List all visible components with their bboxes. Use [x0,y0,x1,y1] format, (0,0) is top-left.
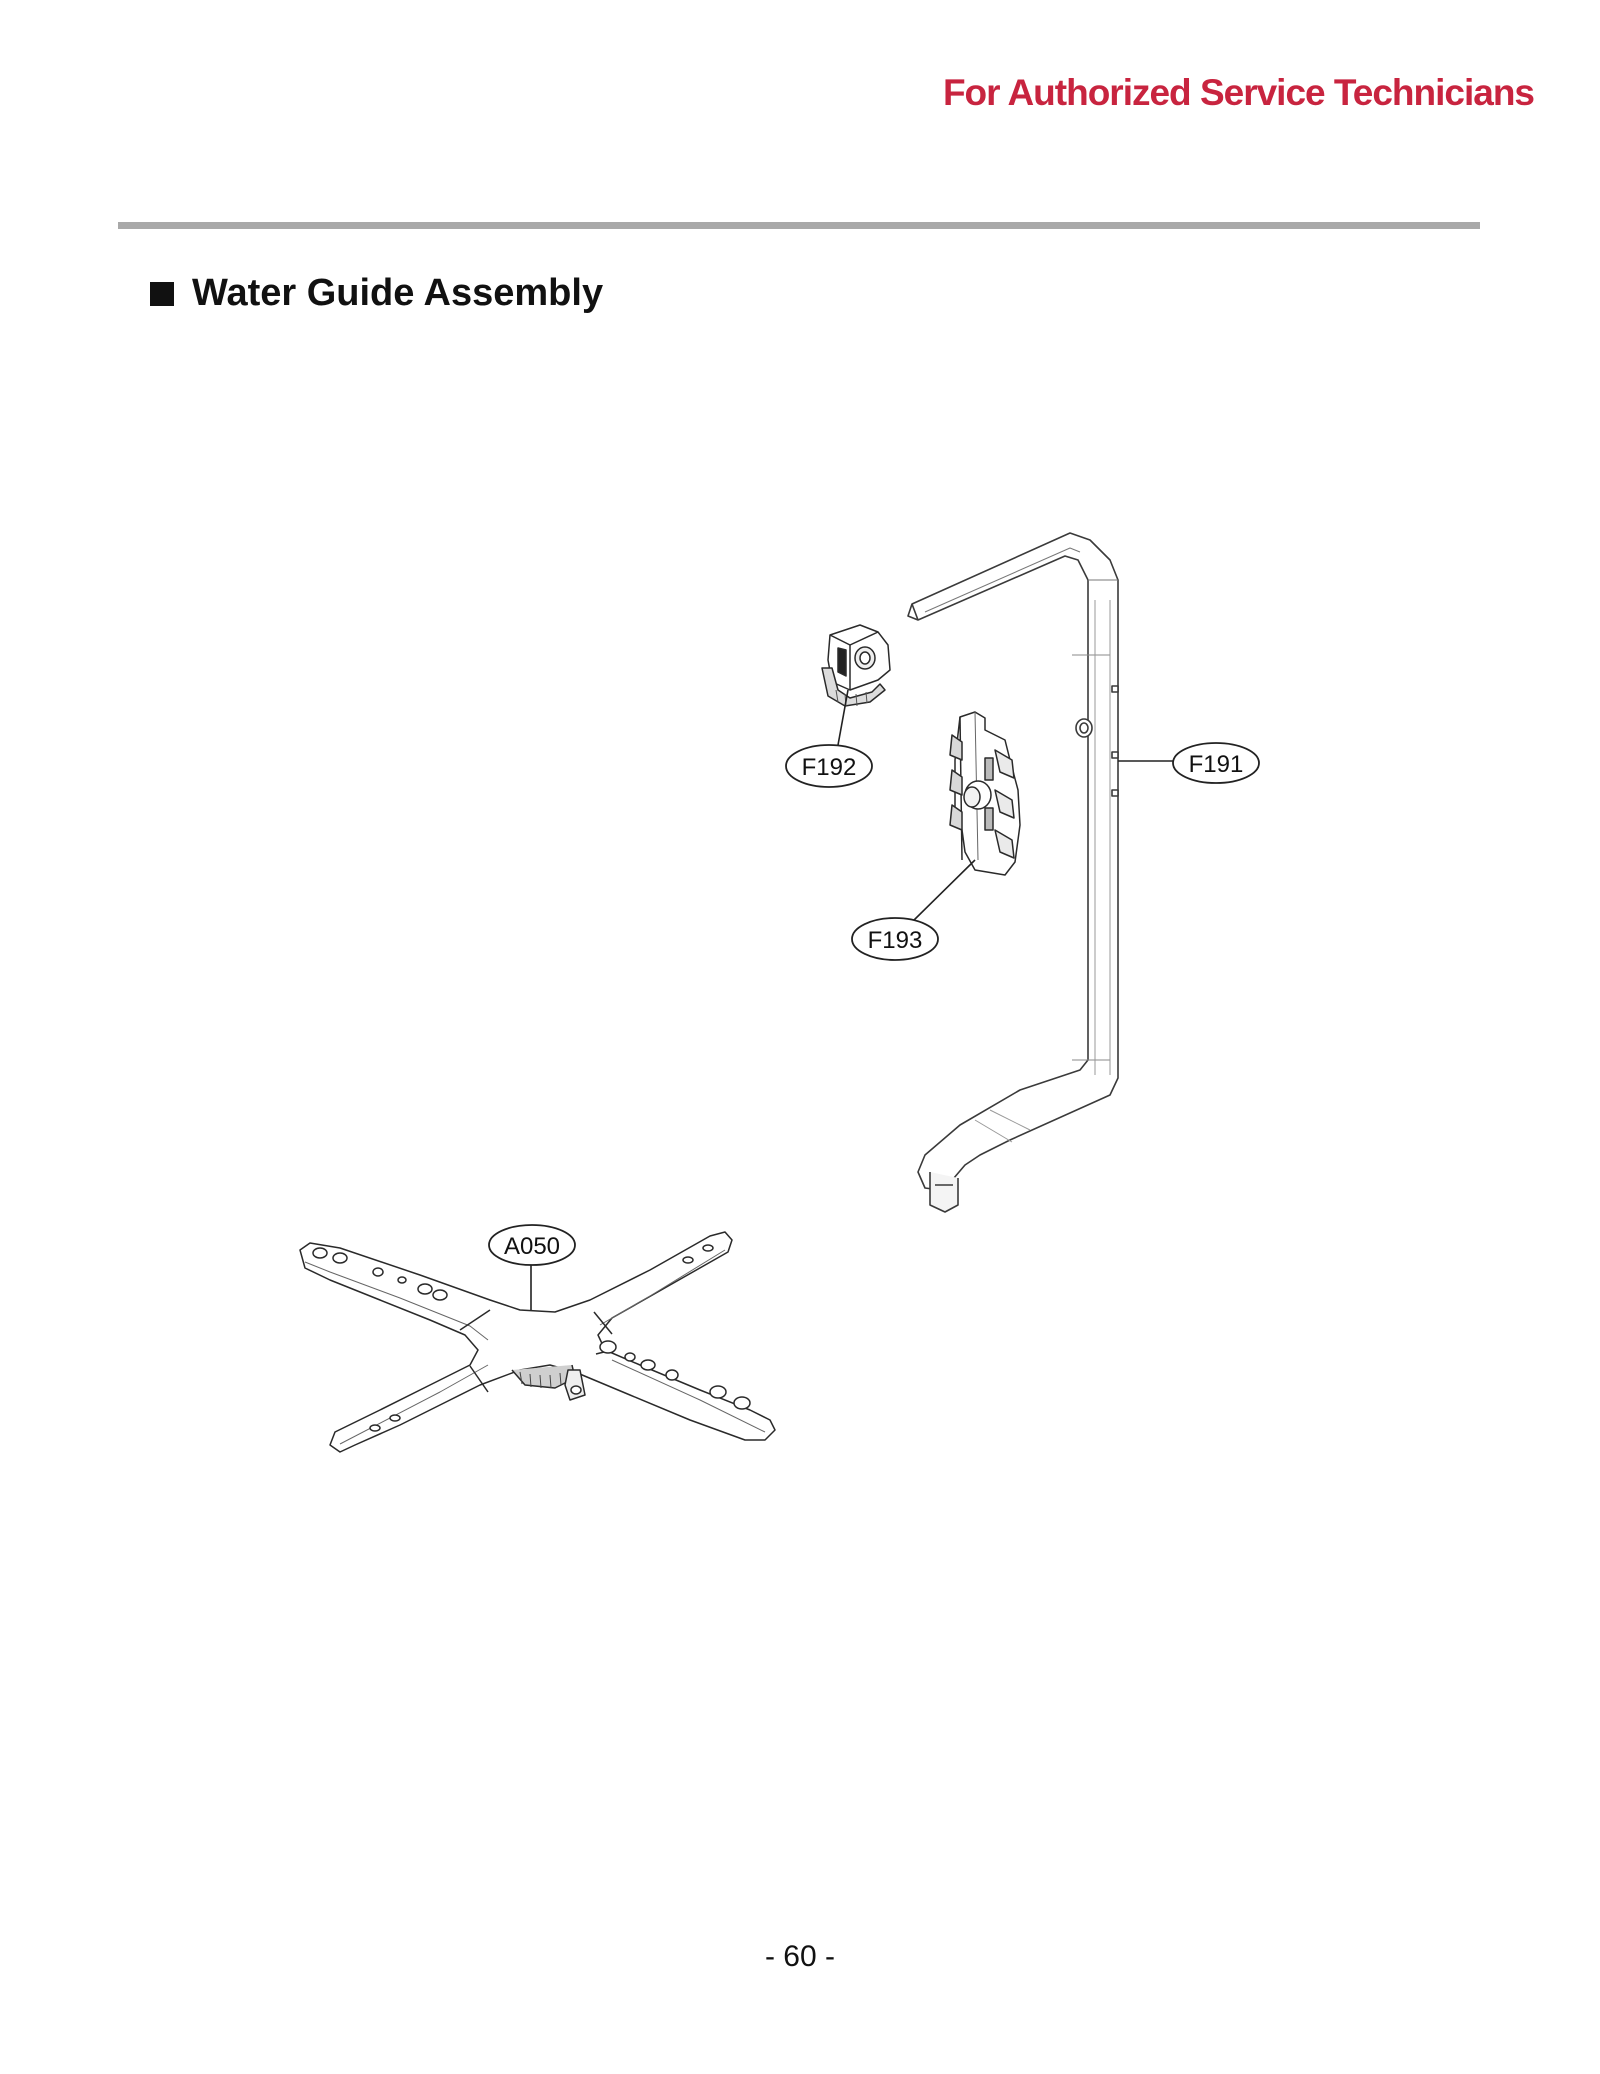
valve-part-f192 [822,625,890,706]
leader-lines [530,689,1174,1310]
water-guide-part [908,533,1118,1212]
callout-f191: F191 [1172,742,1260,784]
header-note: For Authorized Service Technicians [942,72,1535,113]
callout-a050: A050 [488,1224,576,1266]
callout-label: F193 [868,927,923,954]
callout-label: A050 [504,1233,560,1260]
square-bullet-icon [150,281,174,306]
section-divider [118,222,1480,229]
leader-line-f193 [911,859,976,923]
callout-f192: F192 [785,744,873,788]
section-heading: Water Guide Assembly [150,272,603,315]
spray-arm-part-a050 [300,1232,775,1452]
manifold-part-f193 [950,712,1020,875]
section-title: Water Guide Assembly [192,272,604,314]
leader-line-f192 [837,689,849,746]
callout-label: F191 [1189,751,1244,778]
callout-label: F192 [802,754,857,781]
callout-f193: F193 [851,917,939,961]
page-number: - 60 - [764,1940,836,1973]
